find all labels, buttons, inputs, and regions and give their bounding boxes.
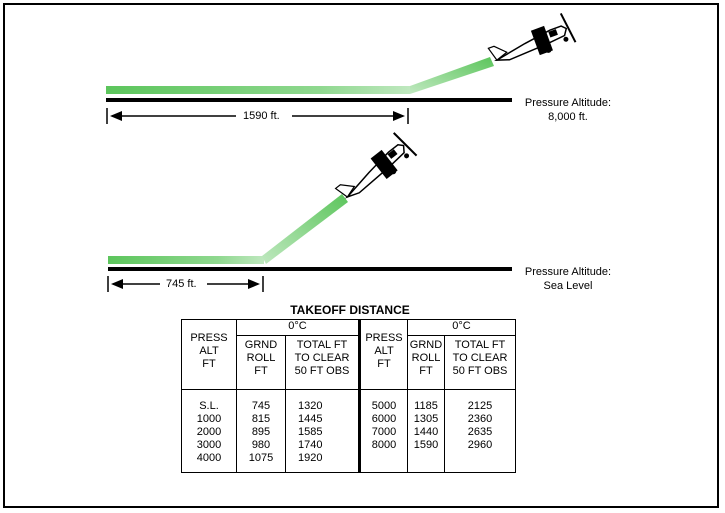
cell-value: 745 bbox=[251, 400, 271, 412]
bottom-arrow-right bbox=[248, 279, 260, 289]
cell-value: 1305 bbox=[413, 413, 439, 425]
cell-value: 980 bbox=[251, 439, 271, 451]
temp-header-right: 0°C bbox=[407, 319, 516, 336]
press-alt-header-left: PRESS ALT FT bbox=[181, 319, 237, 390]
cell-value: 4000 bbox=[196, 452, 222, 464]
cell-value: S.L. bbox=[199, 400, 219, 412]
total-header-right: TOTAL FT TO CLEAR 50 FT OBS bbox=[444, 335, 516, 390]
cell-value: 1740 bbox=[298, 439, 323, 451]
total-column-left: 1320 1445 1585 1740 1920 bbox=[285, 389, 360, 473]
header-text: 50 FT OBS bbox=[452, 365, 508, 377]
bottom-distance-label: 745 ft. bbox=[166, 278, 197, 290]
bottom-pressure-line1: Pressure Altitude: bbox=[524, 266, 612, 278]
top-ground-roll-path bbox=[106, 86, 410, 94]
bottom-ground-roll-path bbox=[108, 256, 264, 264]
press-alt-column-right: 5000 6000 7000 8000 bbox=[358, 389, 408, 473]
grnd-roll-column-right: 1185 1305 1440 1590 bbox=[407, 389, 445, 473]
cell-value: 1185 bbox=[414, 400, 438, 412]
press-alt-header-right: PRESS ALT FT bbox=[358, 319, 408, 390]
total-header-left: TOTAL FT TO CLEAR 50 FT OBS bbox=[285, 335, 360, 390]
top-runway-line bbox=[106, 98, 512, 102]
cell-value: 1590 bbox=[413, 439, 439, 451]
airplane-icon bbox=[334, 132, 418, 199]
header-text: PRESS bbox=[190, 332, 228, 344]
header-text: TO CLEAR bbox=[294, 352, 350, 364]
grnd-roll-header-left: GRND ROLL FT bbox=[236, 335, 286, 390]
top-pressure-line2: 8,000 ft. bbox=[548, 111, 588, 123]
cell-value: 1920 bbox=[298, 452, 323, 464]
bottom-pressure-line2: Sea Level bbox=[543, 280, 593, 292]
header-text: PRESS bbox=[365, 332, 403, 344]
cell-value: 1585 bbox=[298, 426, 323, 438]
cell-value: 5000 bbox=[371, 400, 397, 412]
bottom-climb-path bbox=[262, 194, 348, 264]
top-distance-label: 1590 ft. bbox=[243, 110, 280, 122]
temp-header-left: 0°C bbox=[236, 319, 360, 336]
header-text: ROLL bbox=[411, 352, 441, 364]
header-text: ALT bbox=[374, 345, 394, 357]
cell-value: 8000 bbox=[371, 439, 397, 451]
top-pressure-altitude-label: Pressure Altitude: 8,000 ft. bbox=[508, 96, 628, 124]
header-text: FT bbox=[377, 358, 391, 370]
cell-value: 2635 bbox=[467, 426, 493, 438]
cell-value: 2125 bbox=[467, 400, 493, 412]
header-text: TOTAL FT bbox=[454, 339, 506, 351]
cell-value: 1075 bbox=[248, 452, 274, 464]
bottom-runway-group bbox=[107, 132, 512, 292]
top-pressure-line1: Pressure Altitude: bbox=[524, 97, 612, 109]
header-text: FT bbox=[202, 358, 216, 370]
top-runway-group bbox=[106, 13, 577, 124]
top-climb-path bbox=[410, 57, 494, 94]
cell-value: 2960 bbox=[467, 439, 493, 451]
cell-value: 815 bbox=[251, 413, 271, 425]
header-text: FT bbox=[254, 365, 268, 377]
cell-value: 1440 bbox=[413, 426, 439, 438]
cell-value: 1000 bbox=[196, 413, 222, 425]
header-text: TOTAL FT bbox=[296, 339, 348, 351]
bottom-arrow-left bbox=[111, 279, 123, 289]
airplane-icon bbox=[487, 13, 577, 61]
cell-value: 2360 bbox=[467, 413, 493, 425]
cell-value: 7000 bbox=[371, 426, 397, 438]
header-text: GRND bbox=[409, 339, 443, 351]
cell-value: 2000 bbox=[196, 426, 222, 438]
cell-value: 1445 bbox=[298, 413, 323, 425]
top-arrow-left bbox=[110, 111, 122, 121]
cell-value: 6000 bbox=[371, 413, 397, 425]
header-text: ROLL bbox=[246, 352, 276, 364]
press-alt-column-left: S.L. 1000 2000 3000 4000 bbox=[181, 389, 237, 473]
grnd-roll-column-left: 745 815 895 980 1075 bbox=[236, 389, 286, 473]
header-text: GRND bbox=[244, 339, 278, 351]
top-arrow-right bbox=[393, 111, 405, 121]
header-text: ALT bbox=[199, 345, 219, 357]
cell-value: 1320 bbox=[298, 400, 323, 412]
total-column-right: 2125 2360 2635 2960 bbox=[444, 389, 516, 473]
cell-value: 895 bbox=[251, 426, 271, 438]
takeoff-distance-table: PRESS ALT FT 0°C PRESS ALT FT 0°C GRND R… bbox=[181, 319, 516, 473]
table-title: TAKEOFF DISTANCE bbox=[290, 303, 410, 317]
header-text: 50 FT OBS bbox=[294, 365, 350, 377]
bottom-pressure-altitude-label: Pressure Altitude: Sea Level bbox=[508, 265, 628, 293]
bottom-runway-line bbox=[108, 267, 512, 271]
header-text: TO CLEAR bbox=[452, 352, 508, 364]
cell-value: 3000 bbox=[196, 439, 222, 451]
header-text: FT bbox=[419, 365, 433, 377]
grnd-roll-header-right: GRND ROLL FT bbox=[407, 335, 445, 390]
